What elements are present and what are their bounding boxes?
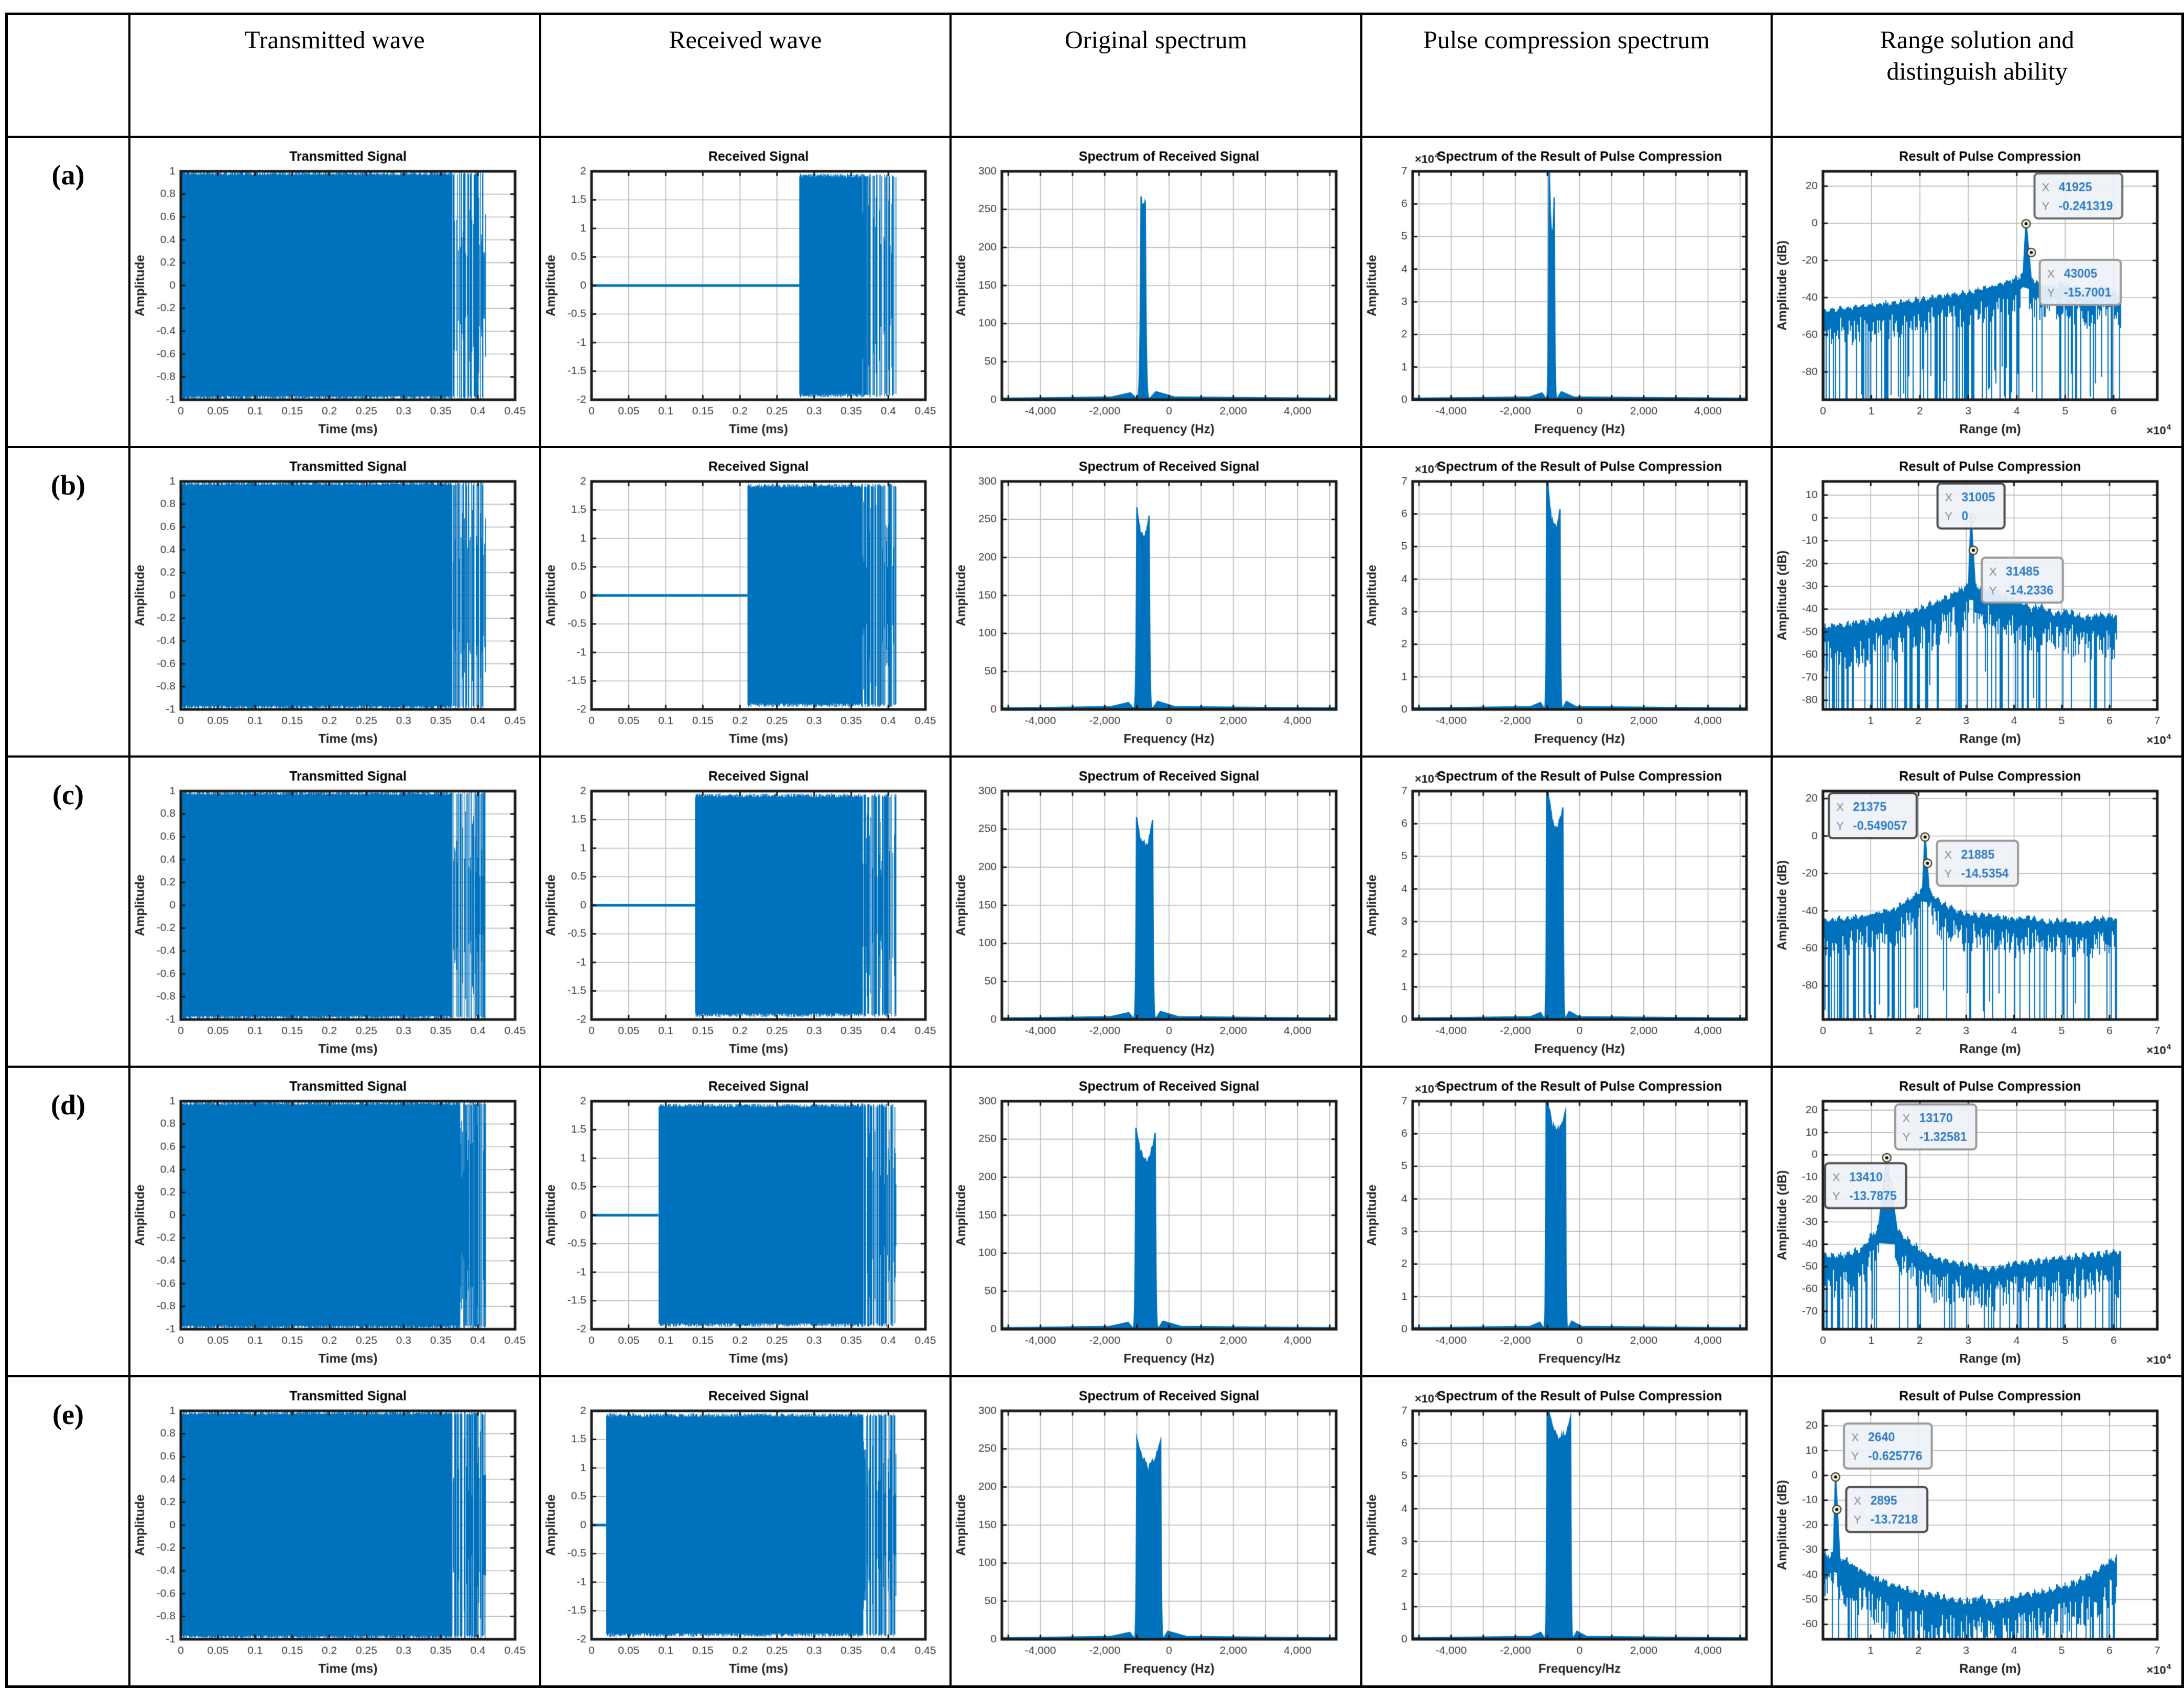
- plot-c-pc-result: [1773, 758, 2181, 1066]
- comparison-table: Transmitted wave Received wave Original …: [5, 13, 2184, 1688]
- plot-d-pc-spectrum: [1362, 1067, 1771, 1376]
- plot-a-pc-spectrum: [1362, 138, 1771, 446]
- header-range-solution: Range solution and distinguish ability: [1773, 15, 2181, 136]
- cell-b-received: [541, 447, 950, 756]
- cell-a-result: [1773, 138, 2181, 446]
- plot-a-spectrum: [952, 138, 1360, 446]
- cell-d-spectrum: [952, 1067, 1360, 1376]
- row-label-e: (e): [8, 1377, 128, 1685]
- plot-b-spectrum: [952, 447, 1360, 756]
- plot-b-received-signal: [541, 447, 950, 756]
- plot-a-received-signal: [541, 138, 950, 446]
- plot-d-pc-result: [1773, 1067, 2181, 1376]
- plot-e-pc-result: [1773, 1377, 2181, 1685]
- plot-e-pc-spectrum: [1362, 1377, 1771, 1685]
- header-pulse-compression-spectrum-label: Pulse compression spectrum: [1423, 26, 1710, 54]
- plot-b-pc-spectrum: [1362, 447, 1771, 756]
- cell-c-spectrum: [952, 758, 1360, 1066]
- header-original-spectrum-label: Original spectrum: [1065, 26, 1247, 54]
- header-corner: [8, 15, 128, 136]
- header-original-spectrum: Original spectrum: [952, 15, 1360, 136]
- header-range-solution-label: Range solution and distinguish ability: [1880, 26, 2074, 85]
- cell-a-pc-spectrum: [1362, 138, 1771, 446]
- cell-d-pc-spectrum: [1362, 1067, 1771, 1376]
- cell-c-result: [1773, 758, 2181, 1066]
- cell-b-transmitted: [130, 447, 539, 756]
- plot-c-spectrum: [952, 758, 1360, 1066]
- cell-e-spectrum: [952, 1377, 1360, 1685]
- plot-c-pc-spectrum: [1362, 758, 1771, 1066]
- header-transmitted-wave: Transmitted wave: [130, 15, 539, 136]
- row-label-e-text: (e): [52, 1399, 84, 1431]
- plot-e-spectrum: [952, 1377, 1360, 1685]
- header-transmitted-wave-label: Transmitted wave: [245, 26, 425, 54]
- cell-b-result: [1773, 447, 2181, 756]
- row-label-a: (a): [8, 138, 128, 446]
- cell-c-received: [541, 758, 950, 1066]
- row-label-d-text: (d): [51, 1089, 85, 1121]
- row-label-b: (b): [8, 447, 128, 756]
- cell-a-transmitted: [130, 138, 539, 446]
- plot-d-spectrum: [952, 1067, 1360, 1376]
- cell-d-transmitted: [130, 1067, 539, 1376]
- cell-a-received: [541, 138, 950, 446]
- plot-d-received-signal: [541, 1067, 950, 1376]
- cell-b-spectrum: [952, 447, 1360, 756]
- header-pulse-compression-spectrum: Pulse compression spectrum: [1362, 15, 1771, 136]
- row-label-a-text: (a): [51, 159, 85, 191]
- cell-e-pc-spectrum: [1362, 1377, 1771, 1685]
- plot-a-pc-result: [1773, 138, 2181, 446]
- cell-a-spectrum: [952, 138, 1360, 446]
- row-label-c: (c): [8, 758, 128, 1066]
- cell-c-pc-spectrum: [1362, 758, 1771, 1066]
- row-label-d: (d): [8, 1067, 128, 1376]
- plot-e-received-signal: [541, 1377, 950, 1685]
- plot-c-transmitted-signal: [130, 758, 539, 1066]
- cell-e-transmitted: [130, 1377, 539, 1685]
- plot-a-transmitted-signal: [130, 138, 539, 446]
- header-received-wave-label: Received wave: [669, 26, 822, 54]
- plot-b-pc-result: [1773, 447, 2181, 756]
- plot-e-transmitted-signal: [130, 1377, 539, 1685]
- cell-d-received: [541, 1067, 950, 1376]
- row-label-b-text: (b): [51, 469, 85, 501]
- plot-d-transmitted-signal: [130, 1067, 539, 1376]
- header-received-wave: Received wave: [541, 15, 950, 136]
- cell-d-result: [1773, 1067, 2181, 1376]
- cell-e-received: [541, 1377, 950, 1685]
- plot-c-received-signal: [541, 758, 950, 1066]
- plot-b-transmitted-signal: [130, 447, 539, 756]
- cell-e-result: [1773, 1377, 2181, 1685]
- row-label-c-text: (c): [52, 779, 84, 811]
- cell-b-pc-spectrum: [1362, 447, 1771, 756]
- cell-c-transmitted: [130, 758, 539, 1066]
